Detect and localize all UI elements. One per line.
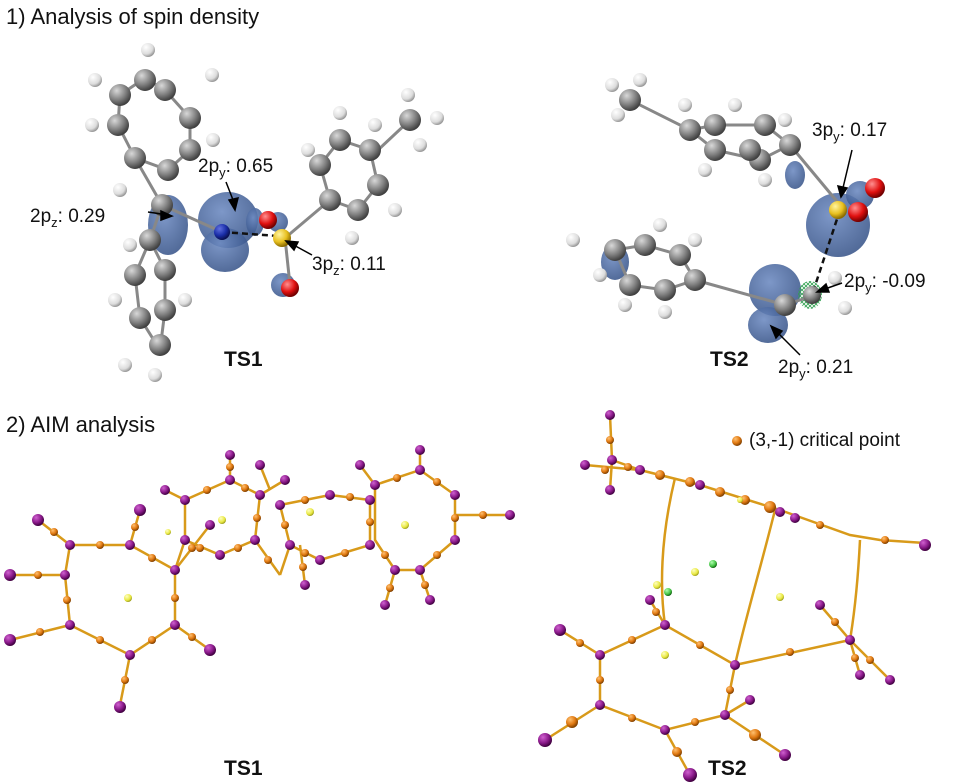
critical-point-legend-label: (3,-1) critical point [749, 430, 900, 451]
ts2-3py-orbital: 3p [812, 120, 834, 141]
ts1-3pz-orbital: 3p [312, 254, 334, 275]
aim-section-title: 2) AIM analysis [6, 412, 156, 437]
ts1-2pz-value: : 0.29 [57, 206, 106, 227]
ts2-aim-graph [538, 410, 931, 782]
ts2-2py-a-orbital: 2p [844, 271, 866, 292]
ts2-spin-structure [566, 73, 885, 356]
ts2-3py-value: : 0.17 [839, 120, 888, 141]
ts1-3pz-value: : 0.11 [339, 254, 386, 275]
ts2-2py-b-value: : 0.21 [805, 357, 854, 378]
ts2-2py-b-label: 2py: 0.21 [778, 357, 854, 381]
ts2-2py-b-subscript: y [799, 366, 806, 381]
spin-density-section-title: 1) Analysis of spin density [6, 4, 260, 29]
ts2-top-label: TS2 [710, 348, 749, 371]
ts1-bottom-label: TS1 [224, 757, 263, 780]
ts2-2py-a-subscript: y [865, 280, 872, 295]
ts1-aim-graph [4, 445, 515, 713]
critical-point-legend-marker [732, 436, 742, 446]
ts1-2pz-label: 2pz: 0.29 [30, 206, 106, 230]
ts1-top-label: TS1 [224, 348, 263, 371]
ts1-2py-value: : 0.65 [225, 156, 274, 177]
ts1-2py-orbital: 2p [198, 156, 220, 177]
ts2-2py-a-label: 2py: -0.09 [844, 271, 926, 295]
ts2-bottom-label: TS2 [708, 757, 747, 780]
ts1-2pz-subscript: z [51, 215, 58, 230]
ts1-2py-label: 2py: 0.65 [198, 156, 274, 180]
ts2-3py-subscript: y [833, 129, 840, 144]
ts1-3pz-label: 3pz: 0.11 [312, 254, 386, 278]
ts1-spin-structure [85, 43, 444, 382]
ts2-2py-b-orbital: 2p [778, 357, 800, 378]
ts2-2py-a-value: : -0.09 [871, 271, 926, 292]
ts1-3pz-subscript: z [333, 263, 340, 278]
ts2-3py-label: 3py: 0.17 [812, 120, 888, 144]
ts1-2py-subscript: y [219, 165, 226, 180]
ts1-2pz-orbital: 2p [30, 206, 52, 227]
